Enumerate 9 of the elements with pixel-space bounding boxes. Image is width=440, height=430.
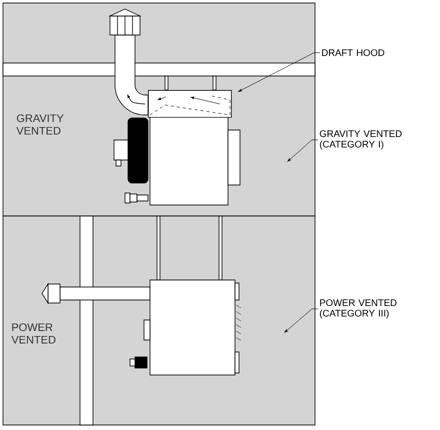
draft-hood bbox=[148, 90, 232, 118]
leader-line bbox=[287, 140, 318, 162]
callout-label: GRAVITY VENTED (CATEGORY I) bbox=[320, 130, 402, 150]
leader-line bbox=[284, 308, 318, 333]
callout-label: DRAFT HOOD bbox=[322, 49, 384, 56]
area-label: GRAVITY VENTED bbox=[16, 114, 64, 135]
callout-label: POWER VENTED (CATEGORY III) bbox=[320, 299, 396, 318]
leader-line bbox=[238, 52, 320, 92]
area-label: POWER VENTED bbox=[11, 323, 56, 344]
